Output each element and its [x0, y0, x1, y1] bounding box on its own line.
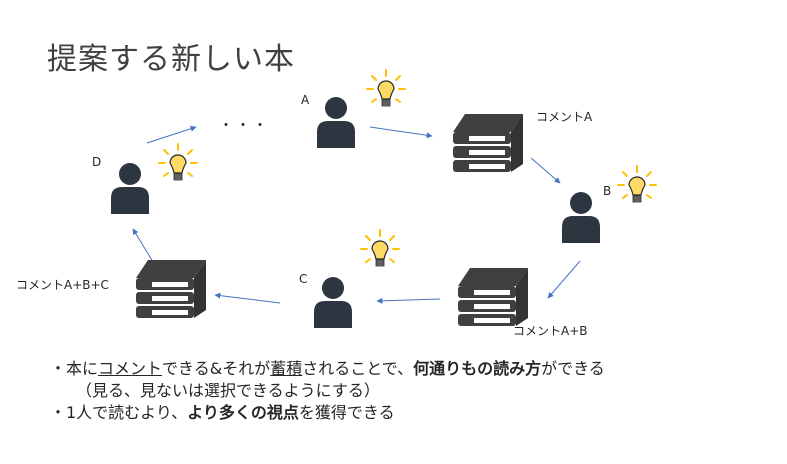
bullet-2-suffix: を獲得できる — [298, 403, 395, 422]
node-b-label: B — [603, 184, 612, 198]
bullet-1-suffix: ができる — [541, 359, 605, 378]
bullet-list: ・本にコメントできる&それが蓄積されることで、何通りもの読み方ができる （見る、… — [50, 358, 605, 424]
person-a-icon — [317, 97, 355, 148]
lightbulb-b-icon — [617, 165, 657, 203]
book-stack-abc-icon — [136, 260, 206, 318]
lightbulb-c-icon — [360, 229, 400, 267]
lightbulb-a-icon — [366, 69, 406, 107]
bullet-1-bold: 何通りもの読み方 — [413, 359, 542, 378]
arrow-c-to-book-abc — [214, 292, 281, 304]
node-a-label: A — [301, 93, 310, 107]
arrow-a-to-book-a — [369, 126, 433, 139]
arrow-book-a-to-b — [530, 157, 561, 184]
bullet-1-underline-comment: コメント — [98, 359, 163, 378]
person-c-icon — [314, 277, 352, 328]
book-abc-label: コメントA+B+C — [16, 278, 109, 292]
arrow-d-to-ellipsis — [146, 125, 197, 144]
bullet-item-2: ・1人で読むより、より多くの視点を獲得できる — [50, 402, 605, 424]
bullet-item-1-sub: （見る、見ないは選択できるようにする） — [76, 381, 380, 400]
book-stack-ab-icon — [458, 268, 528, 326]
arrow-book-abc-to-d — [132, 228, 154, 263]
ellipsis: ・・・ — [219, 118, 270, 134]
person-b-icon — [562, 192, 600, 243]
bullet-2-prefix: ・1人で読むより、 — [50, 403, 188, 422]
lightbulb-d-icon — [158, 143, 198, 181]
node-c-label: C — [299, 272, 308, 286]
bullet-1-mid1: できる&それが — [162, 359, 271, 378]
bullet-item-1: ・本にコメントできる&それが蓄積されることで、何通りもの読み方ができる — [50, 358, 605, 380]
bullet-2-bold: より多くの視点 — [187, 403, 299, 422]
page-title: 提案する新しい本 — [47, 42, 295, 77]
arrow-b-to-book-ab — [547, 260, 581, 299]
node-d-label: D — [92, 155, 102, 169]
book-stack-a-icon — [453, 114, 523, 172]
person-d-icon — [111, 163, 149, 214]
bullet-1-prefix: ・本に — [50, 359, 99, 378]
arrow-book-ab-to-c — [376, 297, 441, 304]
book-ab-label: コメントA+B — [513, 324, 588, 338]
bullet-1-underline-accumulate: 蓄積 — [270, 359, 303, 378]
bullet-1-mid2: されることで、 — [302, 359, 414, 378]
book-a-label: コメントA — [536, 110, 593, 124]
